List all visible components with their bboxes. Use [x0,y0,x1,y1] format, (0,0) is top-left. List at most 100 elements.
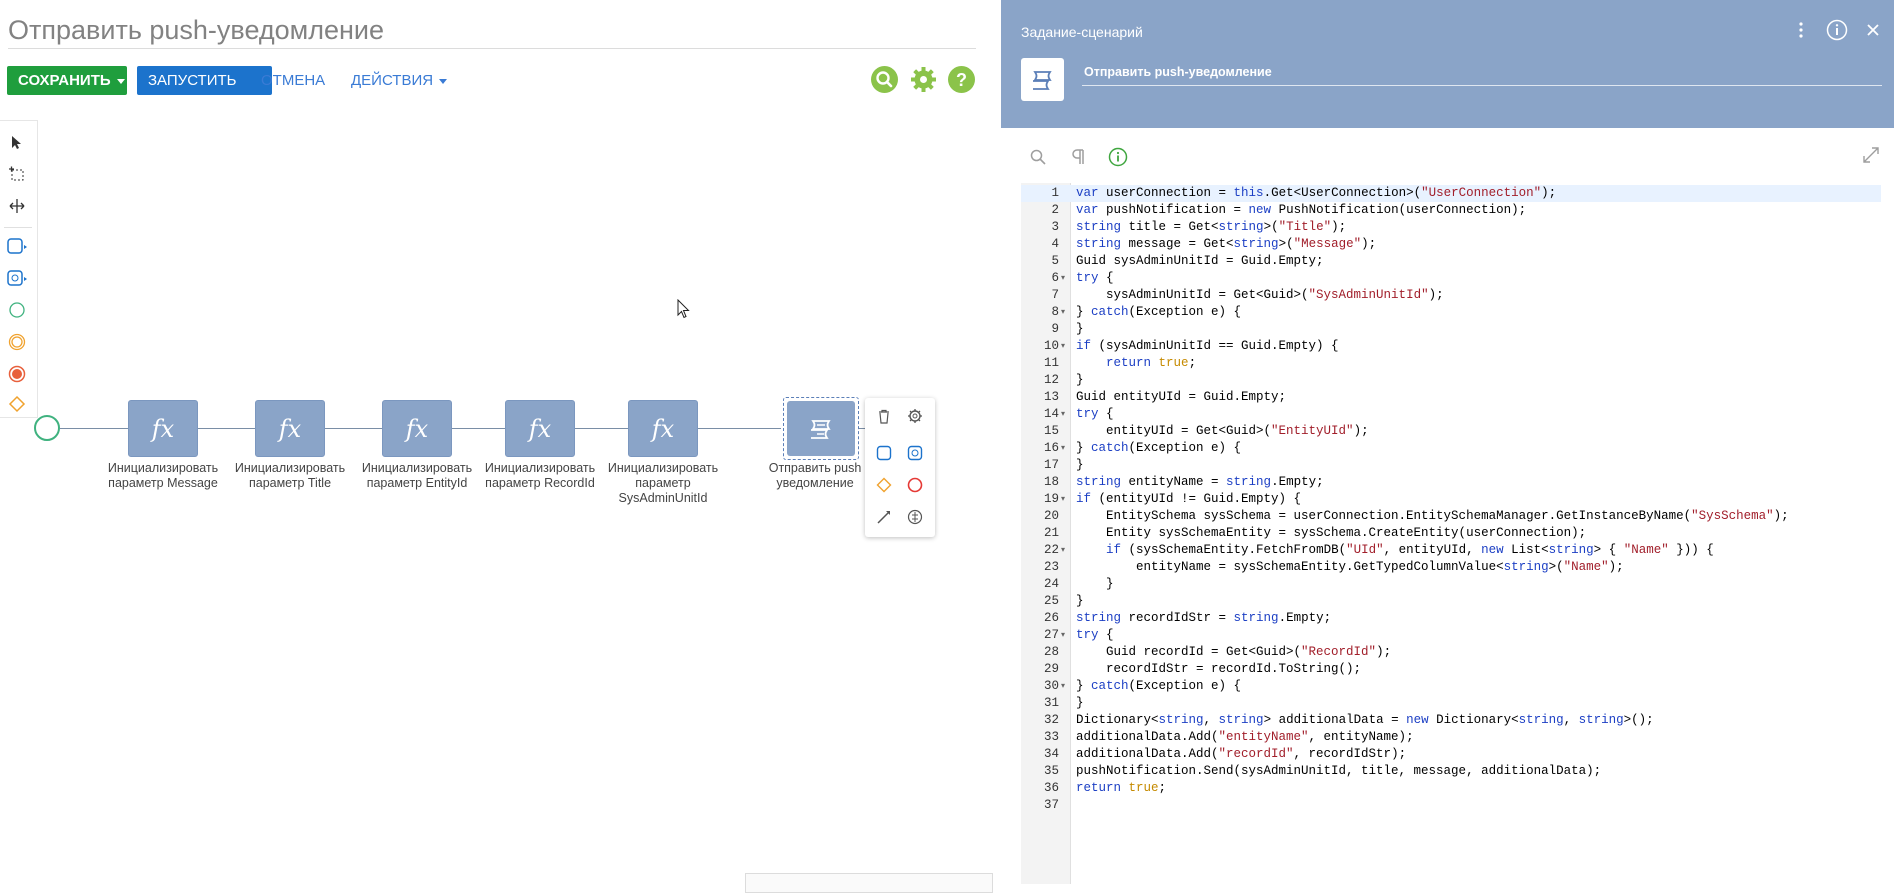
code-line[interactable]: 8▾} catch(Exception e) { [1021,304,1881,321]
fold-toggle-icon[interactable]: ▾ [1061,274,1066,283]
pilcrow-icon[interactable] [1067,146,1089,168]
gateway-icon[interactable] [872,473,896,497]
sequence-flow[interactable] [574,428,628,429]
delete-icon[interactable] [872,404,896,428]
line-number: 12 [1043,373,1059,387]
code-text: try { [1076,271,1114,285]
start-event-icon[interactable] [6,299,28,321]
code-line[interactable]: 24 } [1021,576,1881,593]
code-line[interactable]: 31} [1021,695,1881,712]
search-icon[interactable] [1027,146,1049,168]
connector-icon[interactable] [872,505,896,529]
code-line[interactable]: 21 Entity sysSchemaEntity = sysSchema.Cr… [1021,525,1881,542]
pointer-tool-icon[interactable] [6,131,28,153]
line-number: 19 [1043,492,1059,506]
code-line[interactable]: 23 entityName = sysSchemaEntity.GetTyped… [1021,559,1881,576]
cancel-button[interactable]: ОТМЕНА [261,72,326,89]
function-icon: fx [405,414,429,443]
code-line[interactable]: 29 recordIdStr = recordId.ToString(); [1021,661,1881,678]
lasso-select-icon[interactable] [6,163,28,185]
sequence-flow[interactable] [451,428,505,429]
code-line[interactable]: 14▾try { [1021,406,1881,423]
expand-icon[interactable] [1862,146,1884,168]
sequence-flow[interactable] [197,428,255,429]
close-icon[interactable] [1862,19,1884,41]
gear-icon[interactable] [903,404,927,428]
task-init-title[interactable]: fx [255,400,325,457]
element-name-field[interactable]: Отправить push-уведомление [1082,58,1882,86]
code-line[interactable]: 25} [1021,593,1881,610]
code-line[interactable]: 16▾} catch(Exception e) { [1021,440,1881,457]
fold-toggle-icon[interactable]: ▾ [1061,308,1066,317]
actions-button[interactable]: ДЕЙСТВИЯ [340,66,458,95]
code-line[interactable]: 19▾if (entityUId != Guid.Empty) { [1021,491,1881,508]
sequence-flow[interactable] [858,428,866,429]
info-icon[interactable] [1826,19,1848,41]
user-task-icon[interactable] [872,441,896,465]
gear-icon[interactable] [910,66,937,93]
sub-process-icon[interactable] [903,441,927,465]
task-init-recordid[interactable]: fx [505,400,575,457]
fold-toggle-icon[interactable]: ▾ [1061,410,1066,419]
code-line[interactable]: 28 Guid recordId = Get<Guid>("RecordId")… [1021,644,1881,661]
more-vertical-icon[interactable] [1790,19,1812,41]
end-event-icon[interactable] [6,363,28,385]
fold-toggle-icon[interactable]: ▾ [1061,495,1066,504]
intermediate-event-icon[interactable] [6,331,28,353]
gateway-icon[interactable] [6,393,28,415]
code-line[interactable]: 37 [1021,797,1881,814]
code-line[interactable]: 9} [1021,321,1881,338]
fold-toggle-icon[interactable]: ▾ [1061,631,1066,640]
script-task-panel: Задание-сценарий Отправить push-уведомле… [1001,0,1894,884]
code-line[interactable]: 20 EntitySchema sysSchema = userConnecti… [1021,508,1881,525]
code-line[interactable]: 12} [1021,372,1881,389]
fold-toggle-icon[interactable]: ▾ [1061,342,1066,351]
fold-toggle-icon[interactable]: ▾ [1061,682,1066,691]
change-type-icon[interactable] [903,505,927,529]
code-line[interactable]: 22▾ if (sysSchemaEntity.FetchFromDB("UId… [1021,542,1881,559]
sequence-flow[interactable] [324,428,382,429]
code-line[interactable]: 10▾if (sysAdminUnitId == Guid.Empty) { [1021,338,1881,355]
fold-toggle-icon[interactable]: ▾ [1061,546,1066,555]
sequence-flow[interactable] [60,428,128,429]
info-icon[interactable] [1107,146,1129,168]
code-line[interactable]: 15 entityUId = Get<Guid>("EntityUId"); [1021,423,1881,440]
sequence-flow[interactable] [697,428,781,429]
user-task-icon[interactable] [6,235,28,257]
end-event-icon[interactable] [903,473,927,497]
code-line[interactable]: 17} [1021,457,1881,474]
search-icon[interactable] [871,66,898,93]
code-line[interactable]: 11 return true; [1021,355,1881,372]
bottom-panel-tab[interactable] [745,873,993,893]
run-button[interactable]: ЗАПУСТИТЬ [137,66,272,95]
task-init-sysadminunitid[interactable]: fx [628,400,698,457]
task-send-push[interactable] [783,397,859,460]
save-button[interactable]: СОХРАНИТЬ [7,66,127,95]
space-tool-icon[interactable] [6,195,28,217]
fold-toggle-icon[interactable]: ▾ [1061,444,1066,453]
code-line[interactable]: 6▾try { [1021,270,1881,287]
help-icon[interactable]: ? [948,66,975,93]
sub-process-icon[interactable] [6,267,28,289]
code-line[interactable]: 30▾} catch(Exception e) { [1021,678,1881,695]
code-line[interactable]: 27▾try { [1021,627,1881,644]
line-number: 26 [1043,611,1059,625]
task-init-message[interactable]: fx [128,400,198,457]
task-init-entityid[interactable]: fx [382,400,452,457]
code-line[interactable]: 7 sysAdminUnitId = Get<Guid>("SysAdminUn… [1021,287,1881,304]
start-event[interactable] [34,415,60,441]
